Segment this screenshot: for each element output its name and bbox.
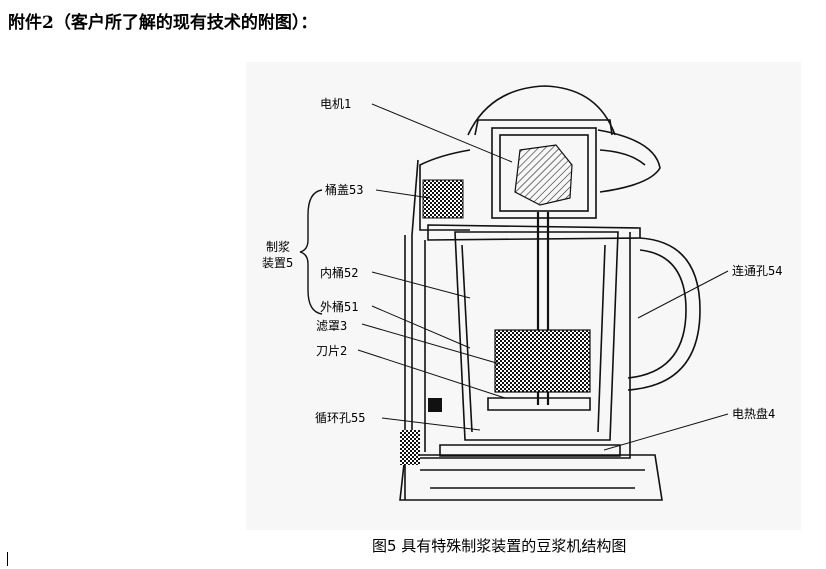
label-heater: 电热盘4 [732,406,775,421]
filter-mesh [494,329,591,393]
text-cursor [7,552,8,566]
conn-hole-leader [637,270,729,319]
label-filter: 滤罩3 [316,319,347,333]
motor-body [491,127,597,219]
circ-hole-leader [381,417,481,431]
filter-leader [361,323,501,365]
heater-plate [439,444,621,457]
label-conn-hole: 连通孔54 [732,263,782,278]
sidewall-mesh [400,430,420,465]
base [399,454,663,501]
label-outer-barrel: 外桶51 [320,299,358,314]
figure-caption: 图5 具有特殊制浆装置的豆浆机结构图 [372,537,627,555]
label-circ-hole: 循环孔55 [315,411,365,425]
motor-leader [371,103,513,163]
device-brace [299,189,323,315]
motor-housing [467,85,616,136]
lid-mesh [422,179,464,219]
motor-rotor [514,144,573,206]
label-inner-barrel: 内桶52 [320,265,358,280]
label-device-line2: 装置5 [262,256,293,270]
lid-leader [375,189,431,199]
circ-hole-part [428,398,442,412]
label-lid: 桶盖53 [325,182,363,197]
outer-barrel-leader [371,305,471,349]
label-device-line1: 制浆 [266,239,290,254]
blade-leader [357,349,506,399]
lid-hinge [597,129,661,193]
handle [627,237,701,391]
label-blade: 刀片2 [316,344,347,358]
blade [487,397,591,411]
heater-leader [603,413,729,451]
figure-background [246,62,801,530]
page-heading: 附件2（客户所了解的现有技术的附图）： [8,13,318,33]
label-motor: 电机1 [320,97,351,111]
inner-barrel [454,231,619,441]
inner-barrel-leader [371,271,471,299]
